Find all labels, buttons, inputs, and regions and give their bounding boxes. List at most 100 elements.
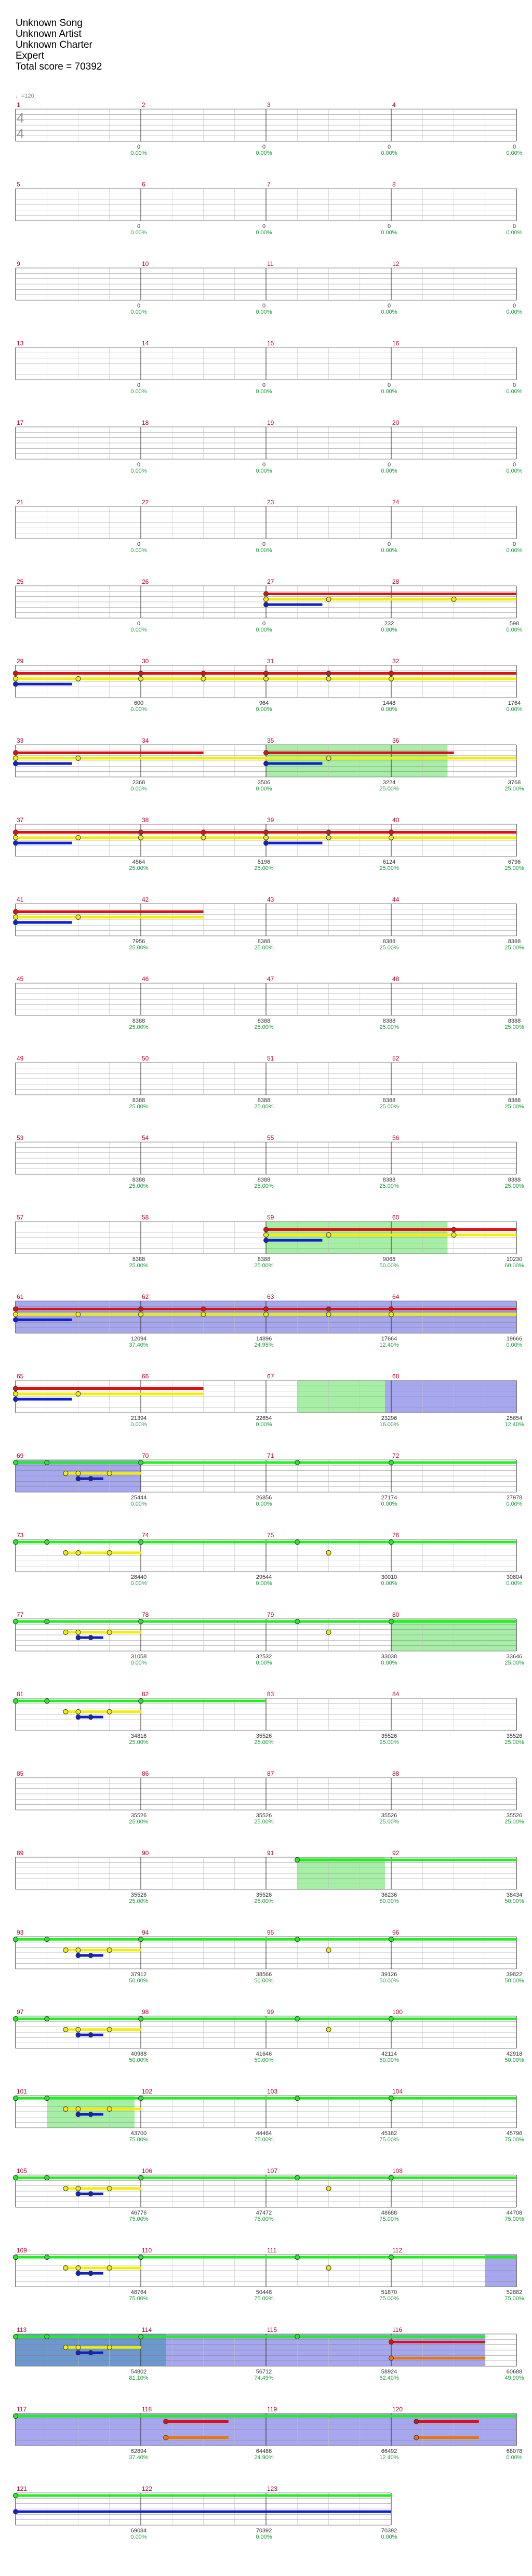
yellow-note bbox=[75, 1709, 81, 1714]
yellow-note bbox=[107, 2027, 112, 2032]
measure-score: 0 bbox=[262, 144, 265, 150]
green-note bbox=[44, 2334, 50, 2340]
measure-percent: 0.00% bbox=[381, 468, 397, 474]
measure-score: 32532 bbox=[256, 1654, 272, 1660]
measure-score: 29544 bbox=[256, 1574, 272, 1580]
red-note bbox=[13, 750, 18, 756]
yellow-note bbox=[138, 1311, 143, 1317]
blue-note bbox=[13, 1397, 18, 1402]
measure-score: 0 bbox=[388, 382, 391, 388]
measure-score: 51870 bbox=[381, 2289, 397, 2296]
red-note bbox=[163, 2419, 169, 2424]
red-note bbox=[13, 1386, 18, 1391]
measure-number: 27 bbox=[267, 578, 274, 585]
green-note bbox=[295, 1937, 300, 1942]
measure-number: 83 bbox=[267, 1691, 274, 1698]
measure-score: 45182 bbox=[381, 2130, 397, 2137]
song-info-header: Unknown Song Unknown Artist Unknown Char… bbox=[16, 18, 102, 72]
measure-percent: 25.00% bbox=[129, 1104, 149, 1110]
measure-score: 4564 bbox=[132, 859, 145, 865]
measure-percent: 0.00% bbox=[256, 786, 272, 792]
yellow-note bbox=[75, 2027, 81, 2032]
yellow-note bbox=[326, 2185, 331, 2191]
measure-score: 8388 bbox=[383, 1177, 395, 1183]
measure-percent: 75.00% bbox=[504, 2216, 524, 2222]
measure-score: 23296 bbox=[381, 1415, 397, 1421]
measure-number: 38 bbox=[142, 816, 149, 824]
green-note bbox=[138, 1619, 143, 1625]
measure-percent: 12.40% bbox=[379, 2454, 399, 2461]
measure-number: 4 bbox=[392, 101, 396, 109]
measure-percent: 0.00% bbox=[256, 1421, 272, 1428]
measure-score: 36236 bbox=[381, 1892, 397, 1898]
measure-number: 71 bbox=[267, 1452, 274, 1459]
green-note bbox=[138, 2016, 143, 2022]
yellow-note bbox=[201, 835, 206, 840]
measure-number: 112 bbox=[392, 2247, 402, 2254]
blue-note bbox=[88, 2191, 94, 2197]
green-note bbox=[138, 1539, 143, 1545]
measure-number: 85 bbox=[17, 1770, 24, 1777]
measure-score: 9068 bbox=[383, 1256, 395, 1263]
measure-percent: 50.00% bbox=[254, 2057, 274, 2063]
measure-number: 79 bbox=[267, 1611, 274, 1618]
measure-percent: 0.00% bbox=[381, 230, 397, 236]
red-note bbox=[389, 670, 394, 676]
yellow-note bbox=[326, 1947, 331, 1953]
measure-percent: 0.00% bbox=[130, 627, 147, 633]
measure-percent: 0.00% bbox=[381, 547, 397, 554]
red-note bbox=[389, 1306, 394, 1312]
measure-number: 29 bbox=[17, 658, 24, 665]
yellow-note bbox=[63, 1470, 69, 1476]
measure-percent: 0.00% bbox=[381, 388, 397, 395]
measure-number: 95 bbox=[267, 1929, 274, 1936]
measure-percent: 50.00% bbox=[379, 1263, 399, 1269]
measure-score: 0 bbox=[137, 621, 140, 627]
blue-note bbox=[13, 761, 18, 767]
measure-percent: 0.00% bbox=[256, 468, 272, 474]
blue-note bbox=[75, 2350, 81, 2356]
measure-score: 44708 bbox=[507, 2210, 523, 2216]
measure-percent: 0.00% bbox=[130, 706, 147, 713]
measure-score: 66492 bbox=[381, 2448, 397, 2454]
red-note bbox=[201, 829, 206, 835]
measure-number: 102 bbox=[142, 2088, 152, 2095]
green-note bbox=[13, 2334, 18, 2340]
measure-number: 51 bbox=[267, 1055, 274, 1062]
measure-number: 22 bbox=[142, 499, 149, 506]
measure-score: 44464 bbox=[256, 2130, 272, 2137]
measure-percent: 0.00% bbox=[130, 309, 147, 315]
measure-percent: 25.00% bbox=[129, 1819, 149, 1825]
green-note bbox=[295, 1857, 300, 1863]
measure-score: 0 bbox=[137, 382, 140, 388]
measure-percent: 0.00% bbox=[506, 468, 522, 474]
measure-percent: 75.00% bbox=[129, 2216, 149, 2222]
measure-percent: 25.00% bbox=[504, 1104, 524, 1110]
measure-score: 50448 bbox=[256, 2289, 272, 2296]
measure-score: 62894 bbox=[131, 2448, 147, 2454]
measure-percent: 50.00% bbox=[379, 2057, 399, 2063]
measure-percent: 0.00% bbox=[506, 1501, 522, 1507]
measure-score: 35526 bbox=[131, 1892, 147, 1898]
measure-percent: 25.00% bbox=[504, 865, 524, 871]
measure-score: 35526 bbox=[381, 1813, 397, 1819]
measure-score: 47472 bbox=[256, 2210, 272, 2216]
measure-number: 54 bbox=[142, 1134, 149, 1142]
green-note bbox=[44, 2255, 50, 2260]
measure-number: 26 bbox=[142, 578, 149, 585]
measure-percent: 0.00% bbox=[130, 547, 147, 554]
yellow-note bbox=[107, 1709, 112, 1714]
yellow-note bbox=[326, 1232, 331, 1238]
measure-score: 0 bbox=[513, 303, 516, 309]
measure-number: 105 bbox=[17, 2167, 27, 2175]
measure-percent: 25.00% bbox=[379, 1183, 399, 1189]
green-note bbox=[295, 1619, 300, 1625]
measure-number: 120 bbox=[392, 2406, 403, 2413]
measure-number: 59 bbox=[267, 1214, 274, 1221]
measure-number: 47 bbox=[267, 975, 274, 983]
measure-percent: 0.00% bbox=[256, 1580, 272, 1587]
green-note bbox=[389, 1937, 394, 1942]
measure-number: 106 bbox=[142, 2167, 152, 2175]
measure-percent: 0.00% bbox=[381, 1580, 397, 1587]
